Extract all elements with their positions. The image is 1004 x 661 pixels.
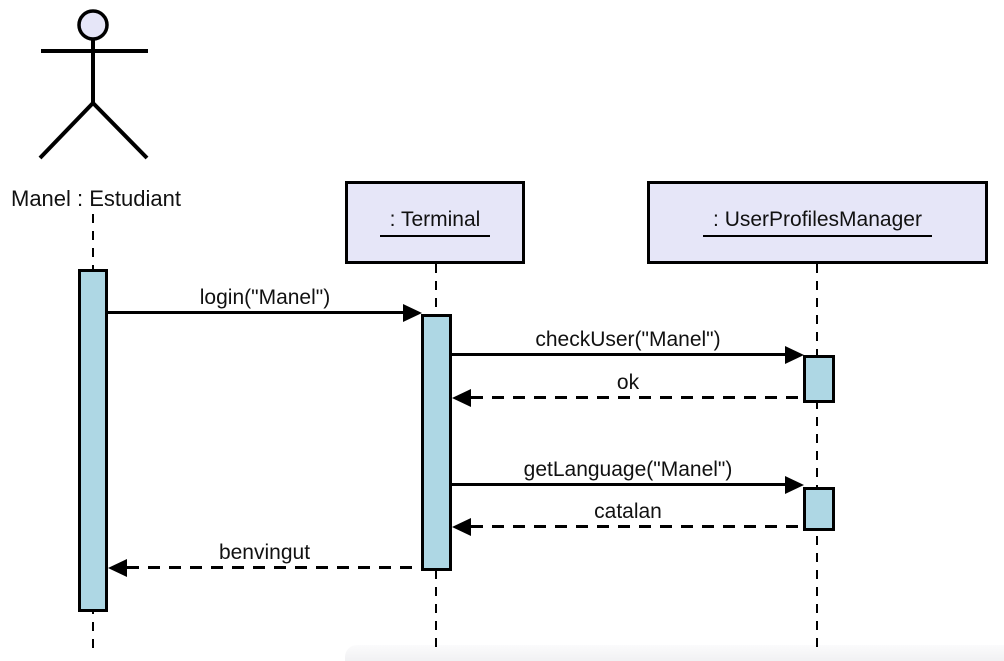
message-label-login: login("Manel") <box>199 286 331 309</box>
activation-actor <box>78 269 108 612</box>
message-line-benvingut <box>127 566 421 569</box>
object-name-userprofilesmanager: : UserProfilesManager <box>703 208 932 237</box>
arrowhead-checkuser <box>785 346 804 364</box>
message-label-benvingut: benvingut <box>218 541 311 564</box>
object-box-terminal: : Terminal <box>345 181 525 264</box>
message-line-ok <box>471 396 804 399</box>
message-line-catalan <box>471 525 804 528</box>
activation-userprofilesmanager-2 <box>803 487 835 531</box>
object-box-userprofilesmanager: : UserProfilesManager <box>647 181 988 264</box>
message-line-login <box>108 311 404 314</box>
actor-label: Manel : Estudiant <box>11 186 181 211</box>
message-line-checkuser <box>452 353 786 356</box>
footer-strip <box>345 645 1004 661</box>
arrowhead-getlanguage <box>785 476 804 494</box>
lifeline-userprofilesmanager <box>816 264 818 655</box>
message-label-getlanguage: getLanguage("Manel") <box>523 458 733 481</box>
message-line-getlanguage <box>452 483 786 486</box>
message-label-catalan: catalan <box>594 500 662 523</box>
object-name-terminal: : Terminal <box>379 208 491 237</box>
activation-userprofilesmanager-1 <box>803 355 835 403</box>
activation-terminal <box>421 314 452 571</box>
actor-icon <box>38 9 149 160</box>
arrowhead-catalan <box>452 518 471 536</box>
message-label-ok: ok <box>616 371 640 394</box>
arrowhead-ok <box>452 389 471 407</box>
message-label-checkuser: checkUser("Manel") <box>535 328 721 351</box>
arrowhead-login <box>403 304 422 322</box>
arrowhead-benvingut <box>108 559 127 577</box>
